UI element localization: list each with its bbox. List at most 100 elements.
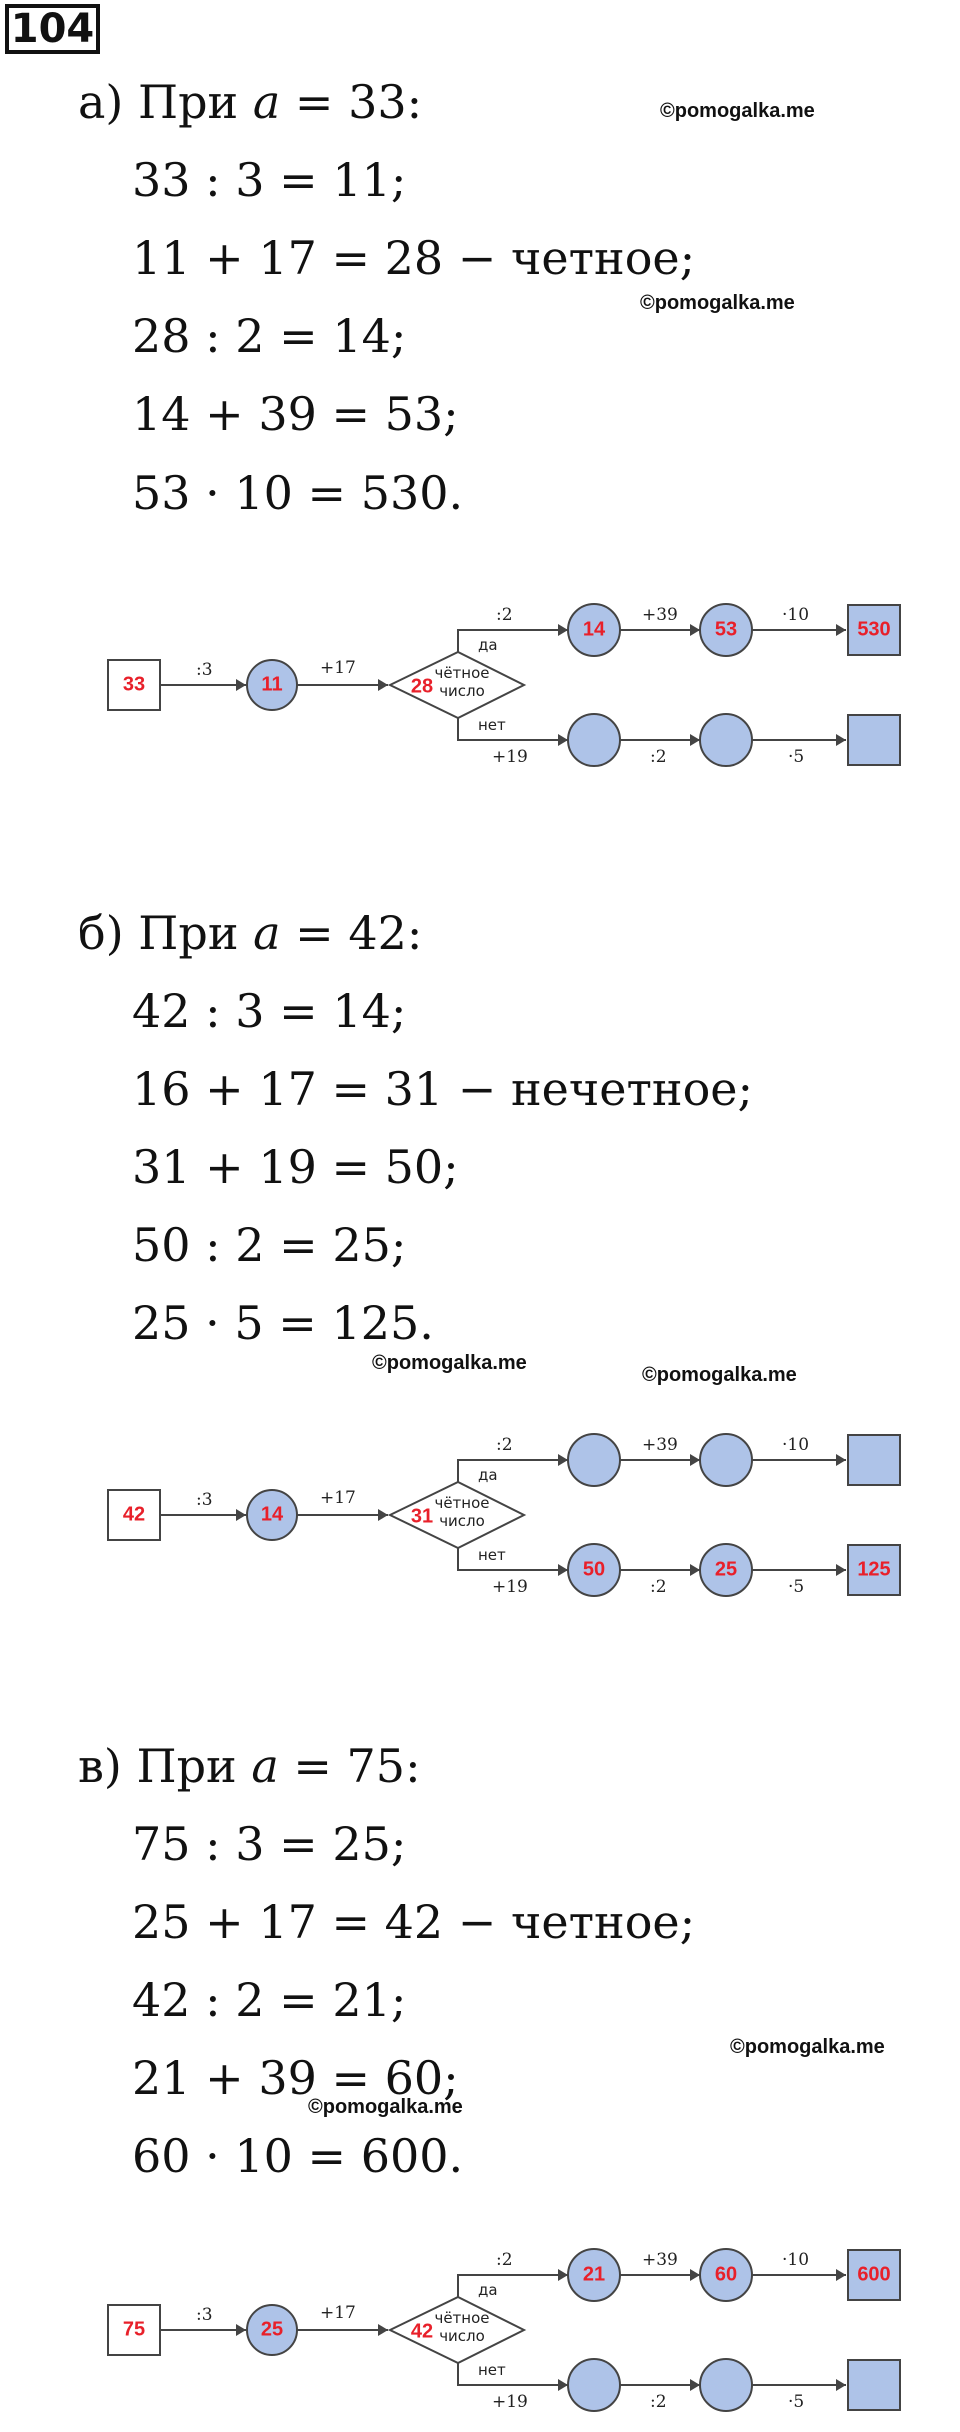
- part-c-line-1: 75 : 3 = 25;: [132, 1817, 407, 1871]
- value-yes-out: 600: [857, 2263, 890, 2285]
- arrowhead: [836, 1454, 846, 1466]
- value-sum: 31: [411, 1505, 433, 1527]
- op-plus19: +19: [492, 2392, 528, 2412]
- arrowhead: [558, 1454, 568, 1466]
- arrowhead: [236, 679, 246, 691]
- op-div2-no: :2: [650, 747, 667, 767]
- op-mul10: ·10: [782, 605, 809, 625]
- op-plus39: +39: [642, 605, 678, 625]
- node-no-2: [699, 713, 753, 767]
- node-no-1: [567, 713, 621, 767]
- node-no-2: [699, 2358, 753, 2412]
- input-box: [107, 1489, 161, 1541]
- arrowhead: [690, 2379, 700, 2391]
- part-a-heading: а) При a = 33:: [78, 75, 423, 129]
- output-yes: [847, 1434, 901, 1486]
- condition-text-2: число: [439, 682, 485, 700]
- output-no: [847, 714, 901, 766]
- arrowhead: [558, 734, 568, 746]
- op-div3: :3: [196, 1490, 213, 1510]
- input-value: 42: [123, 1503, 145, 1525]
- edge-yes: [457, 629, 568, 652]
- value-div3: 11: [261, 673, 282, 695]
- watermark: ©pomogalka.me: [640, 292, 795, 314]
- label-no: нет: [478, 1546, 506, 1564]
- node-yes-2: [699, 1433, 753, 1487]
- value-yes-2: 60: [715, 2263, 737, 2285]
- value-no-1: 50: [583, 1558, 605, 1580]
- label-no: нет: [478, 716, 506, 734]
- watermark: ©pomogalka.me: [660, 100, 815, 122]
- part-b-line-2: 16 + 17 = 31 − нечетное;: [132, 1062, 753, 1116]
- part-a-line-2: 11 + 17 = 28 − четное;: [132, 231, 696, 285]
- arrowhead: [558, 1564, 568, 1576]
- value-no-2: 25: [715, 1558, 737, 1580]
- output-yes: [847, 604, 901, 656]
- watermark: ©pomogalka.me: [730, 2036, 885, 2058]
- input-value: 75: [123, 2318, 145, 2340]
- op-div2-yes: :2: [496, 2250, 513, 2270]
- value-div3: 14: [261, 1503, 284, 1525]
- arrowhead: [836, 734, 846, 746]
- part-b-line-5: 25 · 5 = 125.: [132, 1296, 434, 1350]
- op-plus39: +39: [642, 1435, 678, 1455]
- arrowhead: [836, 2269, 846, 2281]
- condition-text-2: число: [439, 2327, 485, 2345]
- op-mul10: ·10: [782, 1435, 809, 1455]
- value-sum: 42: [411, 2320, 433, 2342]
- op-div2-yes: :2: [496, 605, 513, 625]
- condition-text-2: число: [439, 1512, 485, 1530]
- edge-no: [457, 1548, 568, 1571]
- part-b-line-4: 50 : 2 = 25;: [132, 1218, 407, 1272]
- op-plus17: +17: [320, 658, 356, 678]
- arrowhead: [378, 1509, 388, 1521]
- part-c-line-3: 42 : 2 = 21;: [132, 1973, 407, 2027]
- edge-no: [457, 2363, 568, 2386]
- op-div2-no: :2: [650, 1577, 667, 1597]
- op-mul5: ·5: [788, 747, 804, 767]
- node-yes-1: [567, 1433, 621, 1487]
- arrowhead: [690, 624, 700, 636]
- arrowhead: [558, 2269, 568, 2281]
- condition-text-1: чётное: [434, 2309, 489, 2327]
- edge-yes: [457, 1459, 568, 1482]
- op-plus39: +39: [642, 2250, 678, 2270]
- output-no: [847, 2359, 901, 2411]
- arrowhead: [690, 2269, 700, 2281]
- condition-diamond: [387, 1480, 527, 1550]
- part-a-line-3: 28 : 2 = 14;: [132, 309, 407, 363]
- condition-text-1: чётное: [434, 1494, 489, 1512]
- part-a-line-4: 14 + 39 = 53;: [132, 387, 459, 441]
- part-c-line-4: 21 + 39 = 60;: [132, 2051, 459, 2105]
- arrowhead: [836, 1564, 846, 1576]
- arrowhead: [836, 624, 846, 636]
- part-b-line-1: 42 : 3 = 14;: [132, 984, 407, 1038]
- label-yes: да: [478, 2281, 498, 2299]
- input-box: [107, 659, 161, 711]
- op-plus17: +17: [320, 2303, 356, 2323]
- label-yes: да: [478, 636, 498, 654]
- arrowhead: [558, 624, 568, 636]
- op-mul5: ·5: [788, 2392, 804, 2412]
- watermark: ©pomogalka.me: [308, 2096, 463, 2118]
- value-sum: 28: [411, 675, 433, 697]
- arrowhead: [690, 1454, 700, 1466]
- value-yes-out: 530: [857, 618, 890, 640]
- value-yes-1: 14: [583, 618, 606, 640]
- op-mul10: ·10: [782, 2250, 809, 2270]
- op-div2-yes: :2: [496, 1435, 513, 1455]
- part-a-line-1: 33 : 3 = 11;: [132, 153, 407, 207]
- input-box: [107, 2304, 161, 2356]
- part-b-line-3: 31 + 19 = 50;: [132, 1140, 459, 1194]
- condition-diamond: [387, 650, 527, 720]
- op-div2-no: :2: [650, 2392, 667, 2412]
- arrowhead: [236, 2324, 246, 2336]
- label-no: нет: [478, 2361, 506, 2379]
- arrowhead: [836, 2379, 846, 2391]
